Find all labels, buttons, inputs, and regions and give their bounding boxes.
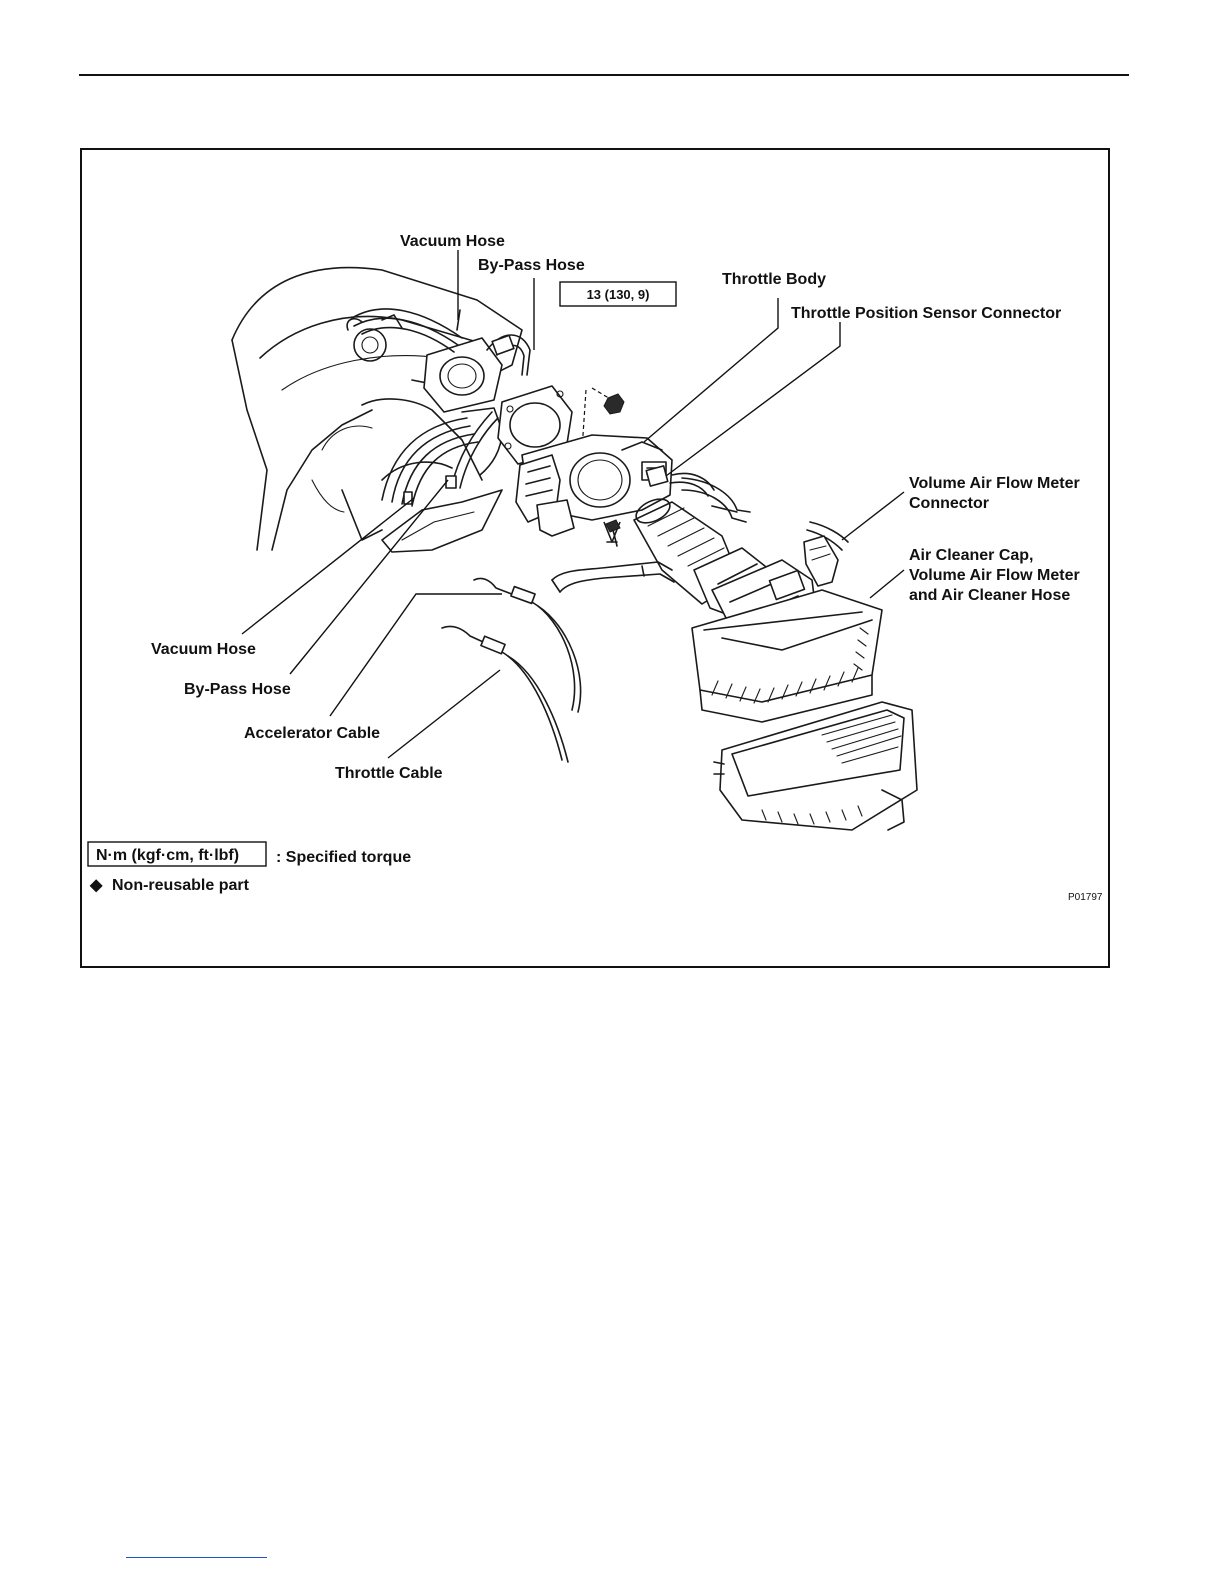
throttle-cable-part	[441, 625, 569, 763]
leader-lines	[241, 250, 905, 759]
label-bypass-hose-bottom: By-Pass Hose	[184, 681, 291, 698]
bypass-hose-top-part	[486, 334, 531, 376]
label-air-cleaner-line1: Air Cleaner Cap,	[909, 547, 1033, 564]
manifold-lower-hoses	[381, 407, 503, 507]
label-vafm-connector-line1: Volume Air Flow Meter	[909, 475, 1080, 492]
intake-manifold	[231, 266, 523, 553]
legend-torque-unit: N·m (kgf·cm, ft·lbf)	[96, 847, 239, 864]
figure-code: P01797	[1068, 892, 1103, 903]
torque-spec-box: 13 (130, 9)	[559, 281, 677, 307]
volume-air-flow-meter-connector-part	[803, 521, 849, 587]
label-vafm-connector-line2: Connector	[909, 495, 989, 512]
manifold-throttle-flange	[346, 314, 503, 413]
top-rule	[79, 74, 1129, 76]
legend-torque-description: : Specified torque	[276, 849, 411, 866]
legend-diamond-icon: ◆	[89, 877, 103, 894]
throttle-body-component-diagram: Vacuum Hose By-Pass Hose Throttle Body T…	[80, 148, 1110, 968]
label-vacuum-hose-bottom: Vacuum Hose	[151, 641, 256, 658]
air-cleaner-cap-part	[691, 589, 883, 723]
lower-bypass-tube	[551, 561, 675, 593]
bottom-link-underline	[126, 1557, 267, 1558]
label-accelerator-cable: Accelerator Cable	[244, 725, 380, 742]
label-throttle-cable: Throttle Cable	[335, 765, 443, 782]
label-air-cleaner-line2: Volume Air Flow Meter	[909, 567, 1080, 584]
legend-nonreusable: Non-reusable part	[112, 877, 250, 894]
accelerator-cable-part	[473, 577, 582, 713]
air-cleaner-element-part	[713, 701, 918, 831]
label-vacuum-hose-top: Vacuum Hose	[400, 233, 505, 250]
label-air-cleaner-line3: and Air Cleaner Hose	[909, 587, 1070, 604]
label-throttle-position-sensor-connector: Throttle Position Sensor Connector	[791, 305, 1061, 322]
label-throttle-body: Throttle Body	[722, 271, 826, 288]
small-bolt	[605, 519, 621, 547]
throttle-air-hose	[681, 477, 751, 523]
vacuum-hose-top-part	[351, 308, 463, 353]
legend: N·m (kgf·cm, ft·lbf) : Specified torque …	[87, 841, 411, 894]
torque-spec-value: 13 (130, 9)	[587, 287, 650, 302]
throttle-body-nut	[581, 387, 625, 451]
label-bypass-hose-top: By-Pass Hose	[478, 257, 585, 274]
